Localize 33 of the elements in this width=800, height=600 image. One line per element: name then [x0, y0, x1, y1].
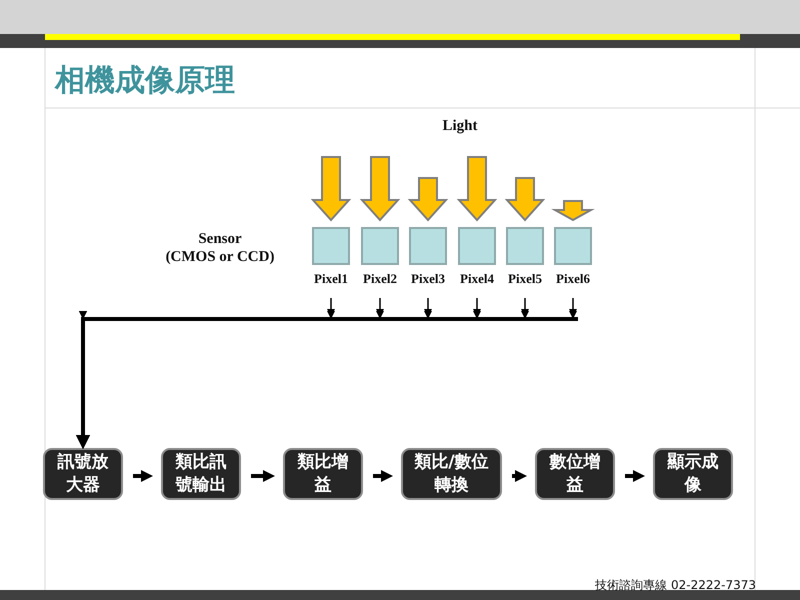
arrow	[251, 470, 275, 482]
pixel-square	[554, 227, 592, 265]
light-arrow	[504, 177, 546, 222]
process-box: 顯示成像	[653, 448, 733, 500]
pixel-label: Pixel2	[363, 271, 397, 287]
light-arrow	[360, 156, 400, 222]
arrow	[512, 470, 527, 482]
pixel-square	[312, 227, 350, 265]
light-arrow	[551, 200, 595, 222]
process-box: 訊號放大器	[43, 448, 123, 500]
arrow	[625, 470, 645, 482]
sensor-label: Sensor (CMOS or CCD)	[164, 230, 276, 266]
light-label: Light	[441, 117, 478, 135]
light-arrow	[408, 177, 448, 222]
process-box: 數位增益	[535, 448, 615, 500]
light-arrow	[456, 156, 498, 222]
arrow	[373, 470, 393, 482]
pixel-square	[506, 227, 544, 265]
pixel-label: Pixel5	[508, 271, 542, 287]
pixel-label: Pixel4	[460, 271, 494, 287]
pixel-square	[458, 227, 496, 265]
light-arrow	[310, 156, 352, 222]
pixel-label: Pixel6	[556, 271, 590, 287]
arrow	[133, 470, 153, 482]
process-box: 類比增益	[283, 448, 363, 500]
hotline-text: 技術諮詢專線 02-2222-7373	[594, 577, 756, 594]
pixel-square	[409, 227, 447, 265]
process-box: 類比/數位轉換	[401, 448, 502, 500]
pixel-label: Pixel1	[314, 271, 348, 287]
pixel-label: Pixel3	[411, 271, 445, 287]
process-box: 類比訊號輸出	[161, 448, 241, 500]
pixel-square	[361, 227, 399, 265]
slide-title: 相機成像原理	[55, 62, 235, 100]
